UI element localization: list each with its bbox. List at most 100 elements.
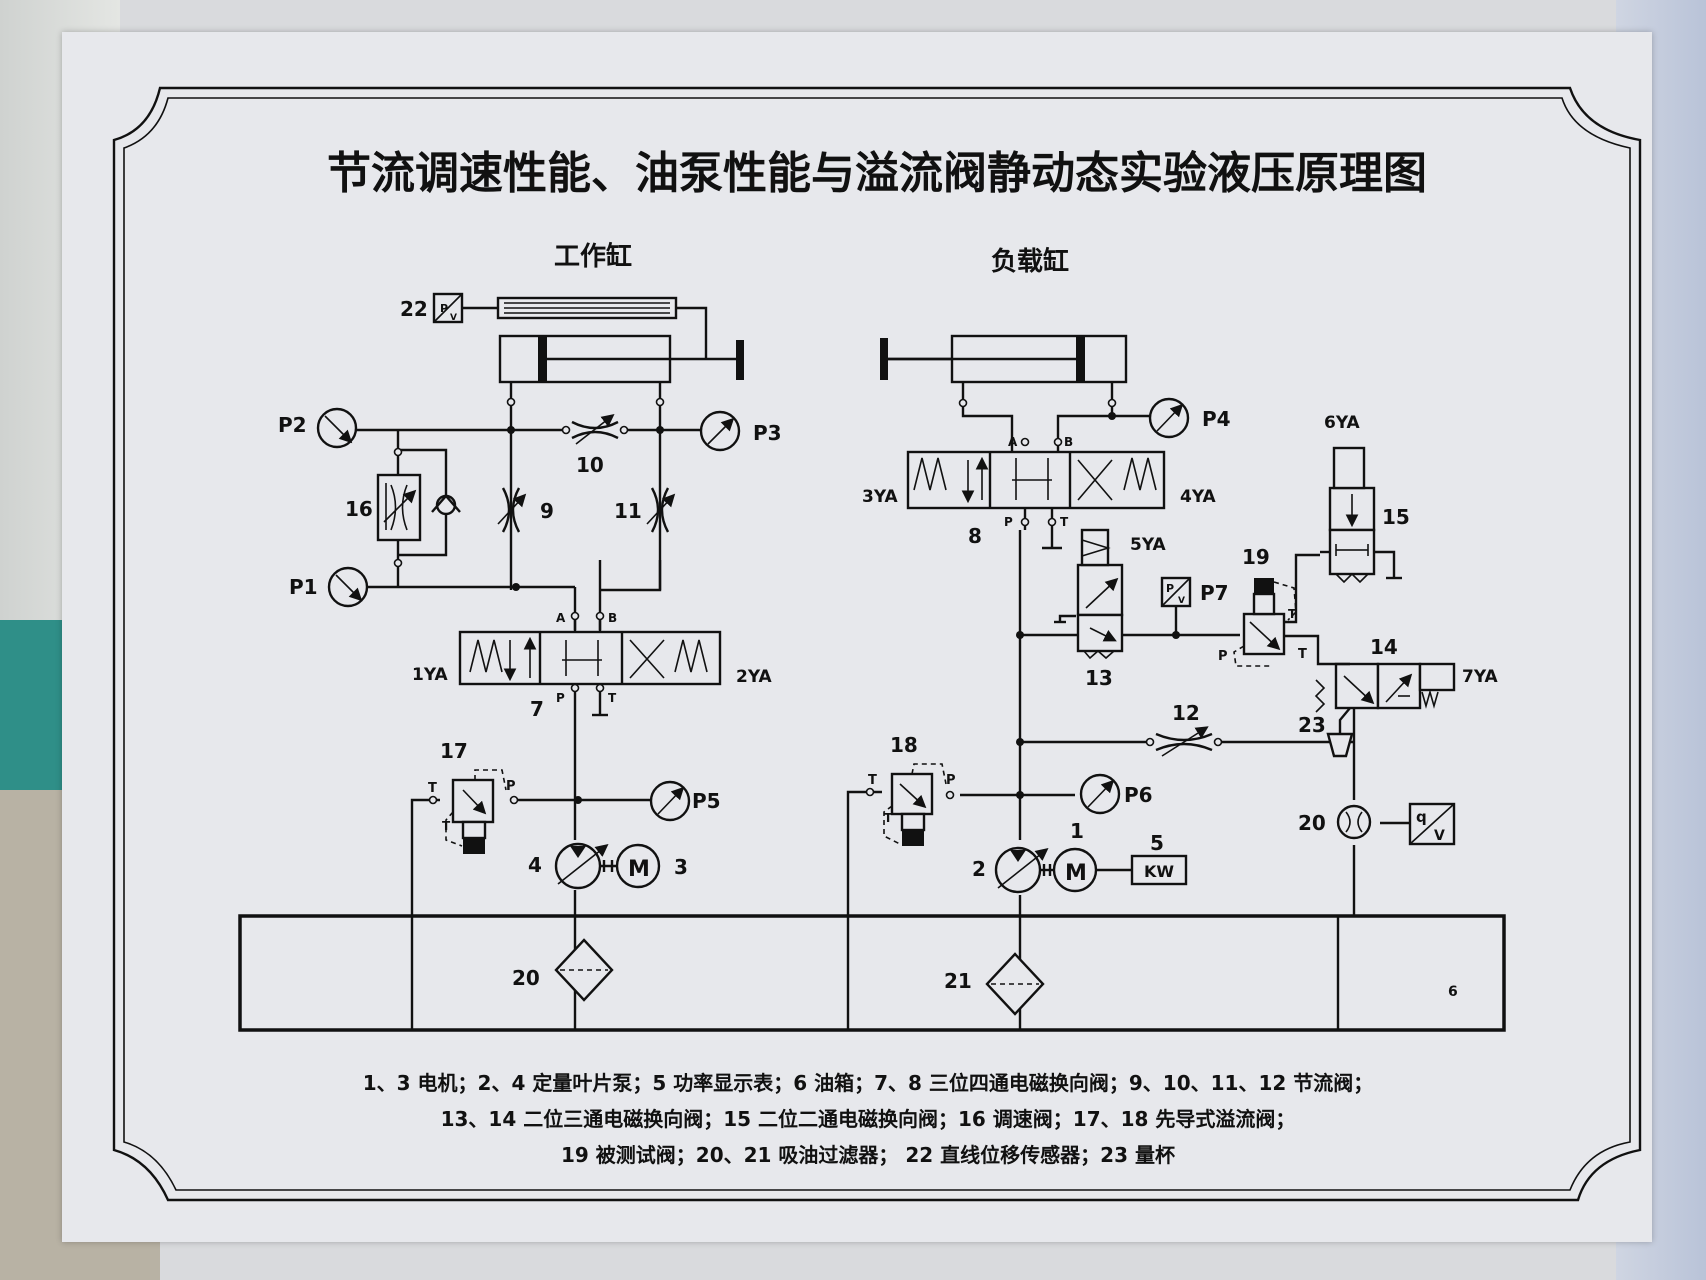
- port-t-18b: T: [884, 811, 893, 825]
- throttle-valve-9: [497, 487, 527, 533]
- pump-2: [994, 846, 1054, 894]
- directional-valve-13: [1054, 528, 1124, 660]
- legend-line-2: 13、14 二位三通电磁换向阀；15 二位二通电磁换向阀；16 调速阀；17、1…: [441, 1107, 1296, 1131]
- throttle-valve-11: [646, 487, 676, 533]
- label-p6: P6: [1124, 783, 1153, 807]
- directional-valve-14: [1306, 634, 1456, 758]
- label-21: 21: [944, 969, 972, 993]
- label-20-flow: 20: [1298, 811, 1326, 835]
- svg-text:KW: KW: [1144, 862, 1174, 881]
- port-p-19: P: [1218, 649, 1228, 664]
- gauge-p3: [699, 410, 741, 452]
- label-14: 14: [1370, 635, 1398, 659]
- label-9: 9: [540, 499, 554, 523]
- port-b-left: B: [608, 611, 617, 625]
- speed-control-valve-16: [376, 430, 461, 587]
- motor-1: M: [1052, 847, 1132, 893]
- label-p7: P7: [1200, 581, 1229, 605]
- port-t-left: T: [608, 691, 617, 705]
- relief-valve-18: [883, 763, 947, 846]
- svg-text:P: P: [440, 302, 448, 315]
- suction-filter-21: [985, 952, 1045, 1016]
- gauge-p2: [316, 407, 358, 449]
- label-22: 22: [400, 297, 428, 321]
- svg-text:M: M: [628, 857, 650, 882]
- label-1ya: 1YA: [412, 665, 449, 685]
- gauge-p5: [649, 780, 691, 822]
- port-t-19: T: [1298, 647, 1307, 662]
- label-10: 10: [576, 453, 604, 477]
- right-pipework: [846, 530, 1410, 1030]
- svg-text:V: V: [1434, 828, 1445, 844]
- gauge-p6: [1079, 773, 1121, 815]
- label-2ya: 2YA: [736, 667, 773, 687]
- label-19: 19: [1242, 545, 1270, 569]
- svg-text:V: V: [1178, 596, 1185, 606]
- motor-3: M: [615, 843, 661, 889]
- work-cylinder: [498, 334, 744, 407]
- legend-line-3: 19 被测试阀；20、21 吸油过滤器； 22 直线位移传感器；23 量杯: [561, 1143, 1175, 1167]
- label-4ya: 4YA: [1180, 487, 1217, 507]
- directional-valve-7: [458, 611, 722, 717]
- suction-filter-20: [554, 938, 614, 1002]
- svg-text:V: V: [450, 313, 457, 323]
- label-p3: P3: [753, 421, 782, 445]
- label-p2: P2: [278, 413, 307, 437]
- legend-line-1: 1、3 电机；2、4 定量叶片泵；5 功率显示表；6 油箱；7、8 三位四通电磁…: [363, 1071, 1374, 1095]
- label-20-filter: 20: [512, 966, 540, 990]
- pump-4: [554, 842, 618, 890]
- svg-text:P: P: [1166, 582, 1174, 595]
- directional-valve-15: [1320, 446, 1402, 584]
- label-p5: P5: [692, 789, 721, 813]
- label-4: 4: [528, 853, 542, 877]
- load-cylinder: [880, 334, 1150, 438]
- label-15: 15: [1382, 505, 1410, 529]
- port-a-right: A: [1008, 435, 1018, 449]
- port-t-17: T: [428, 781, 437, 796]
- throttle-valve-12: [1145, 726, 1223, 757]
- label-13: 13: [1085, 666, 1113, 690]
- port-b-right: B: [1064, 435, 1073, 449]
- display-board: [62, 32, 1652, 1242]
- label-6: 6: [1448, 984, 1458, 1000]
- label-16: 16: [345, 497, 373, 521]
- label-7: 7: [530, 697, 544, 721]
- svg-text:q: q: [1416, 808, 1427, 826]
- throttle-valve-10: [561, 414, 629, 445]
- flow-meter-20: q V: [1336, 802, 1456, 846]
- tested-valve-19: [1233, 553, 1320, 667]
- label-2: 2: [972, 857, 986, 881]
- displacement-sensor-22: P V: [432, 292, 708, 358]
- gauge-p1: [327, 566, 369, 608]
- port-a-left: A: [556, 611, 566, 625]
- port-p-18: P: [946, 773, 956, 788]
- label-1: 1: [1070, 819, 1084, 843]
- label-23: 23: [1298, 713, 1326, 737]
- board-frame: [112, 86, 1642, 1202]
- label-5ya: 5YA: [1130, 535, 1167, 555]
- label-3ya: 3YA: [862, 487, 899, 507]
- power-meter-5: KW: [1130, 854, 1188, 886]
- label-5: 5: [1150, 831, 1164, 855]
- label-11: 11: [614, 499, 642, 523]
- gauge-p4: [1148, 397, 1190, 439]
- label-18: 18: [890, 733, 918, 757]
- label-7ya: 7YA: [1462, 667, 1499, 687]
- label-3: 3: [674, 855, 688, 879]
- pressure-sensor-p7: P V: [1160, 576, 1192, 608]
- port-p-left: P: [556, 691, 565, 705]
- port-t-17b: T: [442, 819, 451, 833]
- label-p1: P1: [289, 575, 318, 599]
- label-p4: P4: [1202, 407, 1231, 431]
- port-t-right: T: [1060, 515, 1069, 529]
- oil-tank-6: [238, 914, 1506, 1032]
- port-t-18: T: [868, 773, 877, 788]
- page-title: 节流调速性能、油泵性能与溢流阀静动态实验液压原理图: [327, 148, 1427, 199]
- label-6ya: 6YA: [1324, 413, 1361, 433]
- work-cylinder-label: 工作缸: [554, 241, 632, 272]
- label-17: 17: [440, 739, 468, 763]
- port-t-19b: T: [1288, 607, 1297, 621]
- label-12: 12: [1172, 701, 1200, 725]
